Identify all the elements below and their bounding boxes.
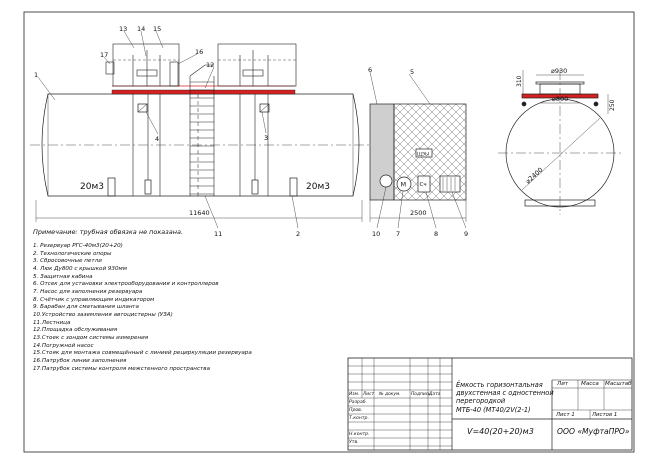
callout-10: 10 xyxy=(372,230,380,238)
title-block xyxy=(347,357,633,451)
legend-item: 6. Отсек для установки электрооборудован… xyxy=(33,281,219,288)
dim-diameter: ⌀2400 xyxy=(524,166,545,186)
pump-symbol: М xyxy=(401,181,407,189)
tb-header-date: Дата xyxy=(429,391,441,397)
tb-role-checker: Пров. xyxy=(349,407,363,413)
tb-sheets: Листов 1 xyxy=(592,411,618,418)
callout-9: 9 xyxy=(464,230,468,238)
ladder xyxy=(189,64,215,196)
callout-4: 4 xyxy=(155,135,159,143)
legend-item: 11.Лестница xyxy=(33,319,71,326)
tb-company: ООО «МуфтаПРО» xyxy=(557,427,630,436)
tb-col-mass: Масса xyxy=(581,381,599,387)
legend-item: 7. Насос для заполнения резервуара xyxy=(33,288,143,295)
pump-motor xyxy=(396,176,412,192)
dim-total-length: 11640 xyxy=(189,209,210,217)
dim-hatch: ⌀800 xyxy=(552,95,568,103)
dim-flange: ⌀930 xyxy=(551,67,567,75)
callout-13: 13 xyxy=(119,25,127,33)
tb-col-scale: Масштаб xyxy=(605,381,632,387)
tb-role-developer: Разраб. xyxy=(349,399,368,405)
sheet-border xyxy=(23,11,635,453)
tb-title-line-1: Ёмкость горизонтальная xyxy=(456,381,543,389)
legend-item: 15.Стояк для монтажа совмещённый с линие… xyxy=(33,350,252,357)
volume-left-label: 20м3 xyxy=(80,182,104,192)
callout-8: 8 xyxy=(434,230,438,238)
tb-role-ncontrol: Н.контр. xyxy=(349,431,370,437)
callout-2: 2 xyxy=(296,230,300,238)
drawing-note: Примечание: трубная обвязка не показана. xyxy=(33,228,184,236)
tb-sheet: Лист 1 xyxy=(556,411,575,418)
tb-volume: V=40(20+20)м3 xyxy=(467,427,534,436)
callout-16: 16 xyxy=(195,48,203,56)
legend-item: 12.Площадка обслуживания xyxy=(33,327,118,334)
flow-meter xyxy=(417,175,431,193)
support-left xyxy=(107,177,116,197)
dim-top: 310 xyxy=(516,75,523,87)
side-flange xyxy=(535,81,585,85)
legend-item: 2. Технологические опоры xyxy=(33,250,112,257)
legend-item: 3. Сбросовочные петли xyxy=(33,258,102,265)
tank-front-view xyxy=(30,90,372,197)
legend-item: 14.Погружной насос xyxy=(33,342,94,349)
control-panel-label: ЩЭЫ xyxy=(417,152,429,158)
level-sensor-right xyxy=(259,103,270,113)
legend-item: 9. Барабан для сматывания шланга xyxy=(33,304,139,311)
legend-item: 4. Люк Ду800 с крышкой 930мм xyxy=(33,265,127,272)
leader-lines xyxy=(37,30,467,229)
tb-col-lit: Лит xyxy=(557,381,569,387)
legend-item: 16.Патрубок линии заполнения xyxy=(33,357,127,364)
tb-role-tcontrol: Т.контр. xyxy=(349,415,369,421)
dim-right: 250 xyxy=(609,99,616,111)
callout-11: 11 xyxy=(214,230,222,238)
housing-left xyxy=(112,43,180,87)
dim-block-length: 2500 xyxy=(410,209,427,217)
callout-1: 1 xyxy=(34,71,38,79)
callout-17: 17 xyxy=(100,51,108,59)
tb-title-line-3: перегородкой xyxy=(456,397,506,405)
legend-item: 8. Счётчик с управляющим индикатором xyxy=(33,296,155,303)
drawing-labels: 20м3 20м3 11640 2500 ЩЭЫ М Сч ⌀930 ⌀800 … xyxy=(80,67,616,217)
tank-side-view xyxy=(498,70,622,215)
callout-numbers: 1 2 3 4 5 6 7 8 9 10 11 12 13 14 15 16 1… xyxy=(34,25,468,238)
legend-item: 1. Резервуар РГС-40м3(20+20) xyxy=(33,243,123,249)
callout-5: 5 xyxy=(410,68,414,76)
side-support xyxy=(524,199,596,207)
legend-item: 5. Защитная кабина xyxy=(33,273,93,280)
tb-title-line-4: МТБ-40 (МТ40/2V(2-1) xyxy=(456,405,531,414)
callout-7: 7 xyxy=(396,230,400,238)
callout-12: 12 xyxy=(206,61,214,69)
legend-item: 17.Патрубок системы контроля межстенного… xyxy=(33,365,210,372)
tb-title-line-2: двухстенная с одностенной xyxy=(456,389,554,397)
grounding-device xyxy=(379,174,393,188)
callout-3: 3 xyxy=(264,134,268,142)
tb-header-sign: Подпись xyxy=(411,391,431,397)
callout-14: 14 xyxy=(137,25,145,33)
level-sensor-left xyxy=(137,103,148,113)
tb-header-list: Лист xyxy=(363,391,375,397)
meter-symbol: Сч xyxy=(420,182,427,188)
manhole-housings xyxy=(105,43,297,87)
support-right xyxy=(289,177,298,197)
legend-item: 13.Стоек с зондом системы измерения xyxy=(33,334,149,341)
tb-header-doc: № докум. xyxy=(379,391,401,397)
callout-6: 6 xyxy=(368,66,372,74)
tb-role-approved: Утв. xyxy=(349,439,359,445)
dimension-lines xyxy=(35,200,467,222)
callout-15: 15 xyxy=(153,25,161,33)
tb-header-izm: Изм. xyxy=(349,391,360,397)
equipment-cabinet xyxy=(369,103,467,201)
housing-right xyxy=(217,43,297,87)
parts-legend: 1. Резервуар РГС-40м3(20+20) 2. Технолог… xyxy=(33,243,252,373)
legend-item: 10.Устройство заземления автоцистерны (У… xyxy=(33,311,173,318)
control-panel xyxy=(415,148,433,158)
volume-right-label: 20м3 xyxy=(306,182,330,192)
